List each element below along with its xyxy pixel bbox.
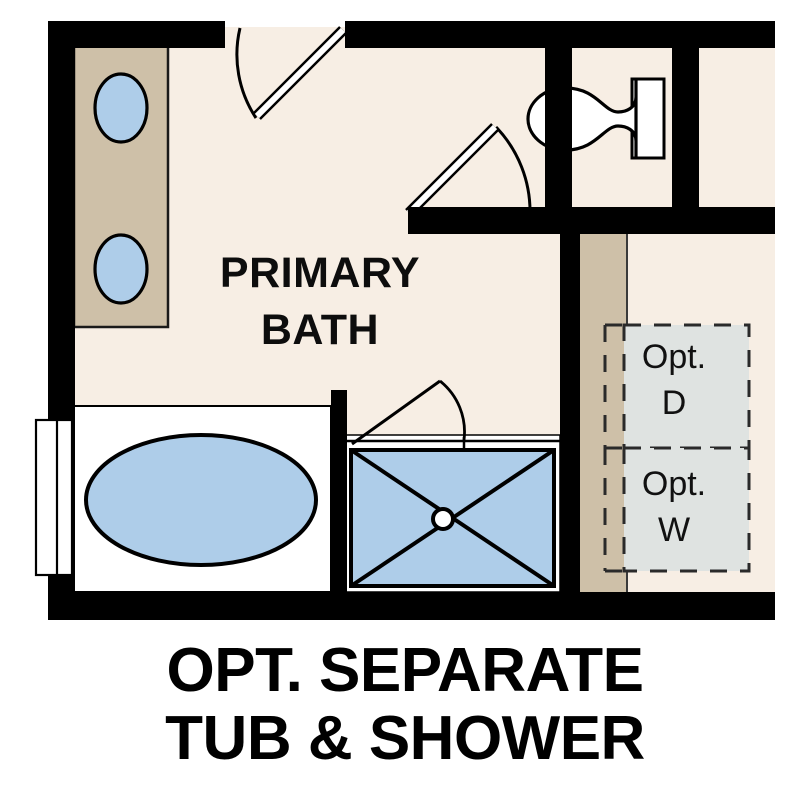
door-entry-leaf [253, 26, 347, 120]
wall-shower-right [560, 233, 580, 592]
option-d-label-line2: D [662, 384, 687, 422]
room-label-line1: PRIMARY [220, 249, 420, 297]
soaking-tub [84, 433, 318, 567]
door-wc-leaf [405, 123, 499, 217]
wall-top-left [48, 21, 225, 48]
laundry-chase-group [575, 233, 628, 592]
laundry-chase-counter [575, 233, 627, 592]
wall-bottom-exterior [48, 592, 775, 620]
wall-tub-shower-divider [331, 390, 347, 592]
wall-wc-bottom [408, 207, 775, 234]
option-d-label-line1: Opt. [642, 338, 706, 376]
doors-group [235, 26, 532, 217]
option-boxes-group: Opt. D Opt. W [603, 323, 751, 573]
option-w-label-line2: W [658, 511, 690, 549]
door-wc-arc [494, 125, 532, 215]
sink-lower [93, 233, 149, 305]
wall-wc-left [545, 21, 572, 233]
caption-line-2: TUB & SHOWER [165, 704, 645, 773]
window [34, 418, 74, 577]
caption-line-1: OPT. SEPARATE [167, 636, 644, 705]
door-entry-arc [235, 27, 258, 119]
room-label-line2: BATH [261, 306, 379, 354]
tub-alcove-group [71, 405, 332, 593]
vanity-group [72, 25, 170, 329]
option-w-label-line1: Opt. [642, 465, 706, 503]
window-group [34, 418, 74, 577]
shower-drain-icon [431, 507, 455, 531]
room-label-group: PRIMARY BATH [220, 249, 420, 354]
option-box-w[interactable] [622, 446, 751, 573]
shower-group [344, 379, 561, 593]
sink-upper [93, 72, 149, 144]
door-shower-arc [439, 379, 466, 441]
door-shower-leaf [351, 379, 441, 446]
caption-group: OPT. SEPARATE TUB & SHOWER [165, 636, 645, 773]
wall-wc-right [672, 21, 699, 233]
walls-group [48, 21, 775, 620]
option-box-d[interactable] [622, 323, 751, 450]
wall-tub-nib [48, 386, 75, 414]
